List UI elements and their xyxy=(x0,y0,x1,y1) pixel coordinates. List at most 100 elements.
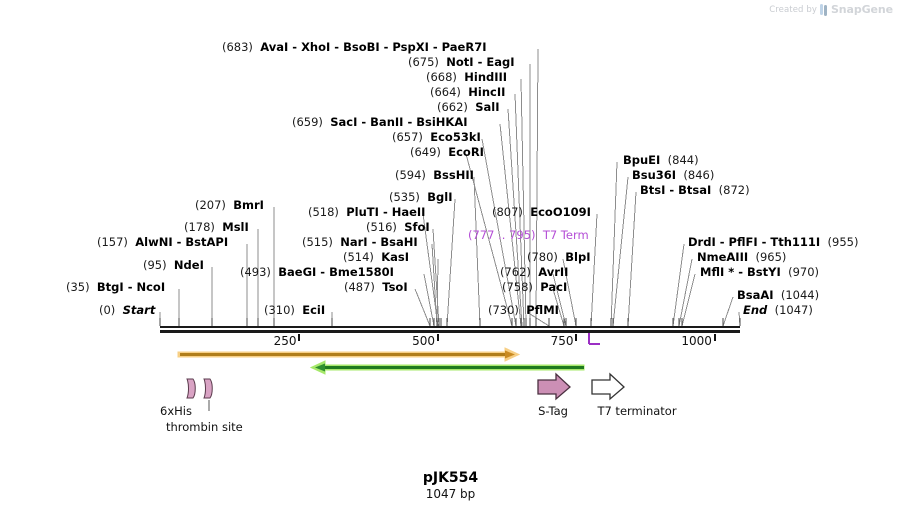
enzyme-label-nari[interactable]: (515) NarI - BsaHI xyxy=(302,236,418,248)
feature-caption-his6[interactable]: 6xHis xyxy=(160,404,192,418)
enzyme-label-end[interactable]: End (1047) xyxy=(743,304,813,316)
enzyme-label-noti[interactable]: (675) NotI - EagI xyxy=(408,56,514,68)
enzyme-label-bsu36i[interactable]: Bsu36I (846) xyxy=(632,169,714,181)
enzyme-label-mfli[interactable]: MflI * - BstYI (970) xyxy=(700,266,819,278)
label-gap xyxy=(774,288,781,302)
enzyme-position: (207) xyxy=(195,198,226,212)
enzyme-position: (1044) xyxy=(780,288,820,302)
feature-caption-stag[interactable]: S-Tag xyxy=(538,404,568,418)
enzyme-name-separator: - xyxy=(473,55,487,69)
enzyme-name: DrdI xyxy=(688,235,716,249)
enzyme-name: SacI xyxy=(330,115,358,129)
enzyme-label-avai[interactable]: (683) AvaI - XhoI - BsoBI - PspXI - PaeR… xyxy=(222,41,486,53)
enzyme-label-tsoi[interactable]: (487) TsoI xyxy=(344,281,408,293)
enzyme-label-bgli[interactable]: (535) BglI xyxy=(389,191,452,203)
enzyme-name: HincII xyxy=(468,85,506,99)
enzyme-name-separator: - xyxy=(367,235,381,249)
enzyme-names: AlwNI - BstAPI xyxy=(135,235,228,249)
enzyme-position: (662) xyxy=(437,100,468,114)
enzyme-names: EcoO109I xyxy=(530,205,591,219)
feature-caption-thrombin[interactable]: thrombin site xyxy=(166,420,243,434)
enzyme-label-pluti[interactable]: (518) PluTI - HaeII xyxy=(308,206,425,218)
enzyme-name: BlpI xyxy=(565,250,591,264)
enzyme-names: BtsI - BtsaI xyxy=(640,183,711,197)
enzyme-label-bsshii[interactable]: (594) BssHII xyxy=(395,169,474,181)
enzyme-label-btgi[interactable]: (35) BtgI - NcoI xyxy=(66,281,165,293)
enzyme-name: BsaAI xyxy=(737,288,774,302)
plasmid-backbone xyxy=(160,326,740,333)
enzyme-position: (535) xyxy=(389,190,420,204)
t7-terminator-feature-glyph xyxy=(591,372,625,401)
enzyme-names: HindIII xyxy=(464,70,507,84)
enzyme-name: BsiHKAI xyxy=(416,115,468,129)
enzyme-label-msli[interactable]: (178) MslI xyxy=(184,221,249,233)
enzyme-names: DrdI - PflFI - Tth111I xyxy=(688,235,820,249)
enzyme-name-separator: - xyxy=(378,205,392,219)
enzyme-names: BsaAI xyxy=(737,288,774,302)
enzyme-names: MflI * - BstYI xyxy=(700,265,781,279)
ruler-tick-label: 750 xyxy=(550,334,574,348)
enzyme-name: T7 Term xyxy=(542,228,589,242)
enzyme-name: BtsI xyxy=(640,183,666,197)
enzyme-label-t7term[interactable]: (777 .. 795) T7 Term xyxy=(468,229,589,241)
enzyme-names: EcoRI xyxy=(448,145,484,159)
enzyme-names: EciI xyxy=(302,303,325,317)
enzyme-position: (807) xyxy=(492,205,523,219)
enzyme-name: BaeGI xyxy=(278,265,317,279)
enzyme-label-btsi[interactable]: BtsI - BtsaI (872) xyxy=(640,184,750,196)
enzyme-position: (157) xyxy=(97,235,128,249)
enzyme-name: BtgI xyxy=(96,280,124,294)
enzyme-label-ecii[interactable]: (310) EciI xyxy=(264,304,325,316)
enzyme-name-separator: - xyxy=(428,40,442,54)
enzyme-label-alwni[interactable]: (157) AlwNI - BstAPI xyxy=(97,236,228,248)
enzyme-name: HaeII xyxy=(391,205,426,219)
enzyme-label-hindiii[interactable]: (668) HindIII xyxy=(426,71,507,83)
enzyme-label-ecori[interactable]: (649) EcoRI xyxy=(410,146,484,158)
enzyme-name: NarI xyxy=(340,235,368,249)
ruler-tick-label: 500 xyxy=(412,334,435,348)
enzyme-label-kasi[interactable]: (514) KasI xyxy=(343,251,409,263)
enzyme-label-baegi[interactable]: (493) BaeGI - Bme1580I xyxy=(240,266,394,278)
enzyme-label-hincii[interactable]: (664) HincII xyxy=(430,86,505,98)
enzyme-position: (675) xyxy=(408,55,439,69)
enzyme-name: Bsu36I xyxy=(632,168,677,182)
enzyme-name: KasI xyxy=(381,250,410,264)
enzyme-name: SfoI xyxy=(404,220,430,234)
enzyme-label-bsaai[interactable]: BsaAI (1044) xyxy=(737,289,819,301)
enzyme-label-bpuei[interactable]: BpuEI (844) xyxy=(623,154,699,166)
enzyme-label-avrii[interactable]: (762) AvrII xyxy=(500,266,568,278)
snapgene-logo-icon xyxy=(819,3,828,16)
enzyme-name: BssHII xyxy=(433,168,474,182)
enzyme-label-blpi[interactable]: (780) BlpI xyxy=(527,251,590,263)
feature-caption-t7terminator[interactable]: T7 terminator xyxy=(597,404,677,418)
enzyme-names: BglI xyxy=(427,190,452,204)
enzyme-position: (872) xyxy=(718,183,750,197)
enzyme-label-ndei[interactable]: (95) NdeI xyxy=(143,259,204,271)
enzyme-names: Bsu36I xyxy=(632,168,676,182)
enzyme-label-sali[interactable]: (662) SalI xyxy=(437,101,500,113)
enzyme-label-saci[interactable]: (659) SacI - BanII - BsiHKAI xyxy=(292,116,468,128)
enzyme-name: TsoI xyxy=(382,280,408,294)
enzyme-names: SfoI xyxy=(404,220,429,234)
enzyme-label-pflmi[interactable]: (730) PflMI xyxy=(488,304,559,316)
watermark-brand: SnapGene xyxy=(830,3,893,16)
enzyme-label-bmri[interactable]: (207) BmrI xyxy=(195,199,264,211)
enzyme-names: PluTI - HaeII xyxy=(346,205,425,219)
enzyme-name-separator: - xyxy=(330,40,344,54)
enzyme-names: HincII xyxy=(468,85,505,99)
page-title: pJK554 xyxy=(422,470,479,486)
enzyme-name: AvrII xyxy=(538,265,569,279)
enzyme-label-drdi[interactable]: DrdI - PflFI - Tth111I (955) xyxy=(688,236,858,248)
enzyme-name-separator: - xyxy=(403,115,417,129)
enzyme-label-nmeaiii[interactable]: NmeAIII (965) xyxy=(697,251,786,263)
enzyme-names: NdeI xyxy=(174,258,204,272)
enzyme-label-eco53ki[interactable]: (657) Eco53kI xyxy=(392,131,481,143)
enzyme-names: BpuEI xyxy=(623,153,660,167)
enzyme-names: AvrII xyxy=(538,265,568,279)
enzyme-label-start[interactable]: (0) Start xyxy=(99,304,155,316)
enzyme-label-sfoi[interactable]: (516) SfoI xyxy=(366,221,430,233)
enzyme-label-paci[interactable]: (758) PacI xyxy=(502,281,567,293)
enzyme-label-ecoo109i[interactable]: (807) EcoO109I xyxy=(492,206,591,218)
ruler-tick-label: 1000 xyxy=(681,334,712,348)
enzyme-position: (514) xyxy=(343,250,374,264)
